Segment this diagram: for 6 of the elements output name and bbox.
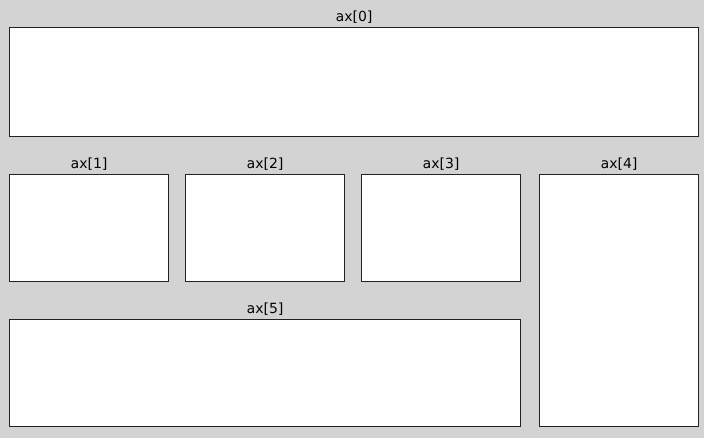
panel-title: ax[5] [246, 301, 284, 317]
panel-title: ax[0] [336, 9, 372, 25]
panel-title: ax[3] [422, 156, 460, 172]
panel-title: ax[2] [246, 156, 284, 172]
panel-title: ax[4] [600, 156, 638, 172]
panel-title: ax[1] [70, 156, 108, 172]
